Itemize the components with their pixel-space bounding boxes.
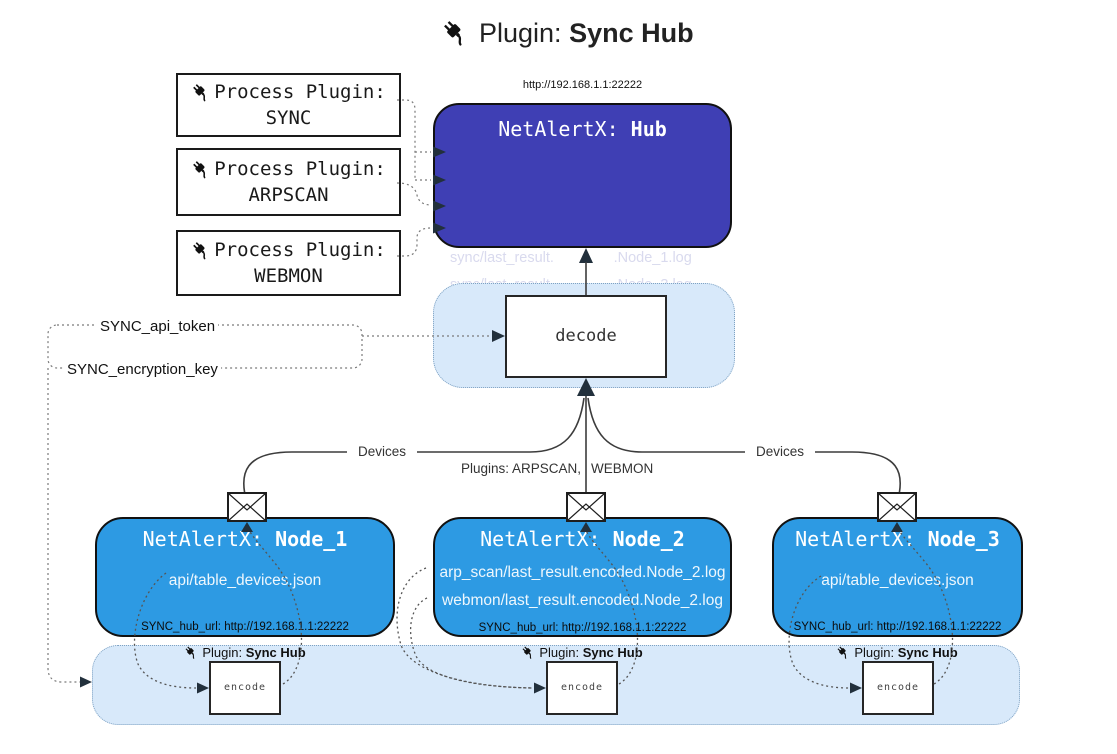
process-plugin-label: Process Plugin: xyxy=(214,239,386,261)
page-title-name: Sync Hub xyxy=(569,17,694,48)
edge-label-plugins: Plugins: ARPSCAN, xyxy=(460,461,581,476)
hub-url-label: http://192.168.1.1:22222 xyxy=(522,79,643,91)
plug-icon xyxy=(836,645,851,660)
encode-box: encode xyxy=(862,661,934,715)
hub-log-line: sync/last_result.decoded.Node_1.log xyxy=(450,250,692,266)
decode-box: decode xyxy=(505,295,667,378)
node-hub-url: SYNC_hub_url: http://192.168.1.1:22222 xyxy=(141,621,349,633)
node-box-node1: NetAlertX: Node_1 api/table_devices.json… xyxy=(95,517,395,637)
band-plugin-label: Plugin: Sync Hub xyxy=(160,645,330,660)
plug-icon xyxy=(191,240,212,260)
plug-icon xyxy=(191,82,212,102)
node-box-node3: NetAlertX: Node_3 api/table_devices.json… xyxy=(772,517,1023,637)
plug-icon xyxy=(521,645,536,660)
node-box-node2: NetAlertX: Node_2 arp_scan/last_result.e… xyxy=(433,517,732,637)
process-plugin-name: ARPSCAN xyxy=(248,184,329,206)
plug-icon xyxy=(184,645,199,660)
band-plugin-label: Plugin: Sync Hub xyxy=(812,645,982,660)
node-title: NetAlertX: Node_3 xyxy=(795,527,1000,551)
page-title-prefix: Plugin: xyxy=(479,17,570,48)
process-plugin-box-arpscan: Process Plugin: ARPSCAN xyxy=(176,148,401,216)
edge-label-devices-left: Devices xyxy=(347,445,417,459)
node-file: webmon/last_result.encoded.Node_2.log xyxy=(442,592,723,609)
process-plugin-name: SYNC xyxy=(265,107,312,129)
node-file: api/table_devices.json xyxy=(821,572,974,589)
sync-api-token-label: SYNC_api_token xyxy=(97,318,219,335)
sync-encryption-key-label: SYNC_encryption_key xyxy=(64,361,221,378)
process-plugin-label: Process Plugin: xyxy=(214,81,386,103)
process-plugin-box-webmon: Process Plugin: WEBMON xyxy=(176,230,401,296)
node-file: api/table_devices.json xyxy=(168,572,322,589)
hub-title: NetAlertX: Hub xyxy=(498,117,667,141)
node-title: NetAlertX: Node_2 xyxy=(480,527,685,551)
node-title: NetAlertX: Node_1 xyxy=(142,527,348,551)
process-plugin-label: Process Plugin: xyxy=(214,158,386,180)
process-plugin-box-sync: Process Plugin: SYNC xyxy=(176,73,401,137)
page-title: Plugin: Sync Hub xyxy=(441,18,694,48)
band-plugin-label: Plugin: Sync Hub xyxy=(497,645,667,660)
node-file: arp_scan/last_result.encoded.Node_2.log xyxy=(439,564,726,581)
plug-icon xyxy=(191,159,212,179)
node-hub-url: SYNC_hub_url: http://192.168.1.1:22222 xyxy=(478,622,687,634)
process-plugin-name: WEBMON xyxy=(254,265,323,287)
encode-box: encode xyxy=(209,661,281,715)
edge-label-devices-right: Devices xyxy=(745,445,815,459)
node-hub-url: SYNC_hub_url: http://192.168.1.1:22222 xyxy=(793,621,1002,633)
encode-box: encode xyxy=(546,661,618,715)
hub-box: NetAlertX: Hub sync/last_result.decoded.… xyxy=(433,103,732,340)
plug-icon xyxy=(441,18,470,47)
edge-label-plugins: WEBMON xyxy=(591,461,654,476)
